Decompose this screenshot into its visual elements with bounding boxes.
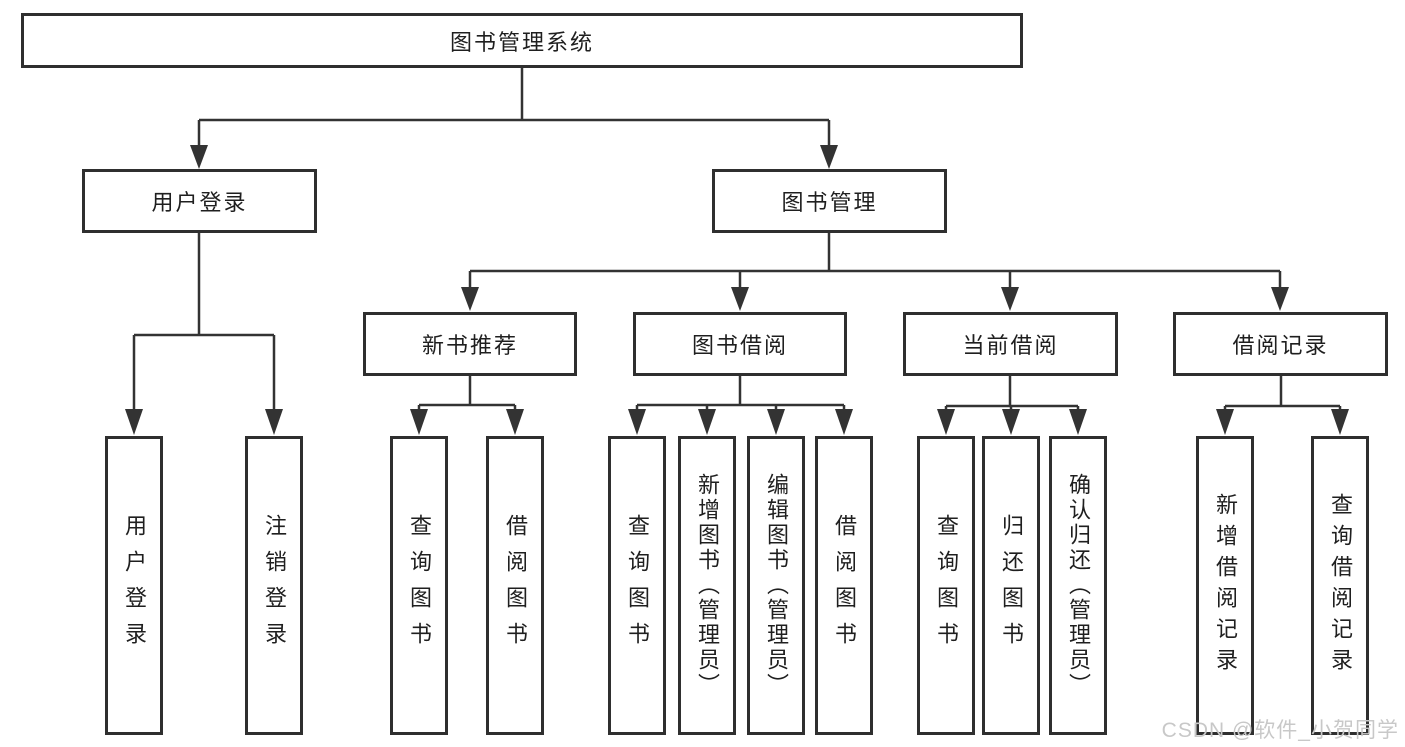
leaf-edit-books-admin: 编辑图书（管理员） [747,436,805,735]
node-book-borrowing: 图书借阅 [633,312,847,376]
leaf-user-login: 用户登录 [105,436,163,735]
leaf-query-books-current: 查询图书 [917,436,975,735]
leaf-borrow-books: 借阅图书 [815,436,873,735]
node-borrowing-records: 借阅记录 [1173,312,1388,376]
node-library-management-system: 图书管理系统 [21,13,1023,68]
arrowheads [125,145,1349,435]
leaf-return-books: 归还图书 [982,436,1040,735]
leaf-confirm-return-admin: 确认归还（管理员） [1049,436,1107,735]
leaf-add-books-admin: 新增图书（管理员） [678,436,736,735]
node-user-login: 用户登录 [82,169,317,233]
leaf-add-borrow-record: 新增借阅记录 [1196,436,1254,735]
csdn-watermark: CSDN @软件_小贺同学 [1161,719,1399,742]
leaf-borrow-books-recommend: 借阅图书 [486,436,544,735]
leaf-query-books-recommend: 查询图书 [390,436,448,735]
leaf-query-borrow-record: 查询借阅记录 [1311,436,1369,735]
node-new-book-recommendation: 新书推荐 [363,312,577,376]
node-current-borrowing: 当前借阅 [903,312,1118,376]
leaf-query-books-borrow: 查询图书 [608,436,666,735]
node-book-management: 图书管理 [712,169,947,233]
leaf-logout: 注销登录 [245,436,303,735]
